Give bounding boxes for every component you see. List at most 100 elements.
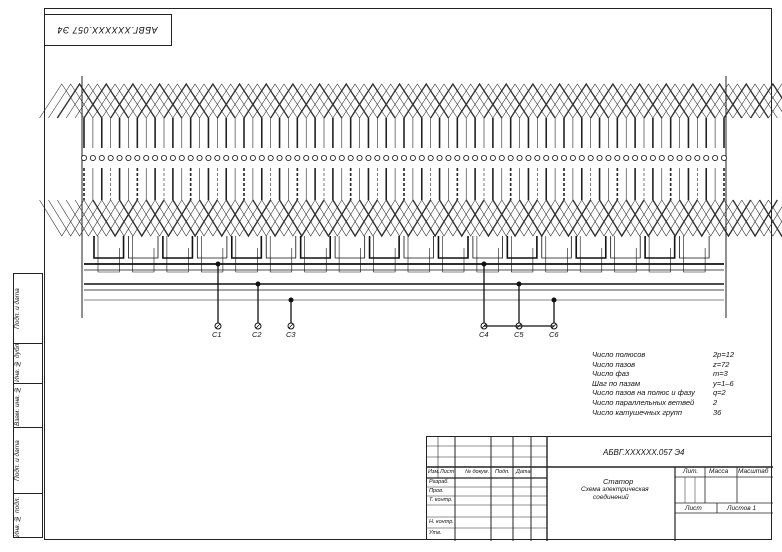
slot-circle	[498, 154, 505, 161]
end-winding-bottom	[154, 199, 200, 237]
slot-conductors	[81, 118, 728, 200]
group-bracket	[334, 236, 366, 259]
group-bracket	[403, 236, 434, 259]
title-product: Статор	[603, 477, 634, 486]
slot-circle	[205, 154, 212, 161]
slot-circle	[614, 154, 621, 161]
group-bracket	[265, 236, 297, 259]
end-winding-top	[65, 83, 111, 119]
end-winding-top	[421, 83, 467, 119]
slot-circle	[561, 154, 568, 161]
slot-circle	[338, 154, 345, 161]
end-winding-top	[368, 83, 414, 119]
slot-circle	[365, 154, 372, 161]
title-doc-line-1: Схема электрическая	[581, 486, 649, 493]
end-winding-top	[661, 83, 707, 119]
end-winding-top	[679, 83, 725, 119]
group-bracket	[472, 236, 503, 259]
end-winding-top	[279, 83, 325, 119]
end-winding-top	[199, 83, 245, 119]
group-link	[442, 236, 465, 273]
col-masshtab: Масштаб	[738, 468, 769, 475]
end-winding-top	[590, 82, 636, 119]
side-signature-block: Подп. и дата Инв. № дубл. Взам. инв. № П…	[13, 273, 43, 538]
group-bracket	[196, 236, 228, 259]
end-winding-top	[705, 83, 751, 119]
end-winding-top	[39, 83, 85, 119]
end-winding-bottom	[332, 199, 378, 238]
junction-dot	[551, 297, 557, 303]
end-winding-top	[510, 82, 556, 119]
end-winding-top	[172, 83, 218, 119]
end-winding-bottom	[554, 199, 600, 237]
sheets-total: Листов 1	[727, 505, 757, 512]
end-winding-bottom	[617, 199, 663, 237]
end-winding-bottom	[438, 199, 485, 238]
end-winding-bottom	[217, 199, 263, 237]
slot-circle	[445, 154, 452, 161]
slot-circle	[534, 154, 541, 161]
slot-circle	[712, 154, 719, 161]
end-winding-top	[181, 83, 227, 119]
end-winding-top	[643, 82, 690, 119]
end-winding-bottom	[608, 199, 654, 237]
spec-label: Шаг по пазам	[592, 378, 641, 388]
end-winding-bottom	[83, 199, 129, 237]
end-winding-bottom	[385, 199, 432, 238]
spec-label: Число пазов на полюс и фазу	[592, 388, 695, 398]
phase-connections	[84, 236, 724, 301]
end-winding-top	[403, 82, 450, 119]
end-winding-bottom	[57, 199, 103, 237]
slot-circle	[721, 154, 728, 161]
slot-circle	[160, 154, 167, 161]
end-winding-top	[554, 83, 600, 119]
end-winding-bottom	[350, 199, 396, 237]
slot-circle	[374, 154, 381, 161]
end-winding-bottom	[110, 199, 156, 237]
slot-circle	[418, 154, 425, 161]
end-winding-top	[261, 83, 307, 119]
drawing-frame	[44, 8, 772, 540]
group-bracket	[575, 236, 607, 259]
end-winding-top	[670, 82, 716, 119]
slot-circle	[347, 154, 354, 161]
end-winding-top	[154, 83, 200, 119]
group-bracket	[162, 236, 194, 259]
end-winding-bottom	[492, 199, 538, 238]
end-winding-bottom	[288, 199, 334, 237]
slot-circle	[285, 154, 292, 161]
title-block-grid	[427, 437, 773, 541]
end-winding-bottom	[48, 199, 94, 237]
end-winding-bottom	[537, 199, 583, 237]
end-winding-top	[616, 82, 663, 119]
end-winding-bottom	[528, 199, 574, 237]
spec-value: z=72	[713, 359, 730, 369]
slot-circle	[187, 154, 194, 161]
slot-circle	[543, 154, 550, 161]
col-ndokum: № докум.	[465, 469, 490, 475]
end-winding-top	[332, 83, 378, 119]
end-winding-top	[216, 82, 263, 119]
end-winding-top	[296, 82, 343, 119]
end-winding-top	[536, 82, 583, 119]
end-winding-bottom	[723, 199, 769, 237]
group-link	[683, 236, 706, 273]
end-winding-top	[581, 83, 627, 119]
group-bracket	[437, 236, 469, 259]
group-bracket	[299, 236, 332, 259]
end-winding-top	[110, 82, 156, 119]
end-winding-bottom	[65, 199, 111, 237]
spec-label: Число пазов	[592, 359, 636, 369]
end-winding-top	[128, 83, 174, 119]
group-link	[648, 236, 671, 273]
row-utv: Утв.	[429, 530, 442, 536]
slot-circle	[480, 154, 487, 161]
end-winding-top	[750, 82, 782, 119]
terminal-leads	[214, 261, 558, 330]
end-winding-top	[492, 83, 538, 119]
group-link	[614, 236, 637, 273]
group-bracket	[506, 236, 538, 259]
end-winding-bottom	[678, 199, 725, 238]
spec-label: Число фаз	[592, 369, 630, 379]
end-winding-top	[341, 83, 387, 119]
